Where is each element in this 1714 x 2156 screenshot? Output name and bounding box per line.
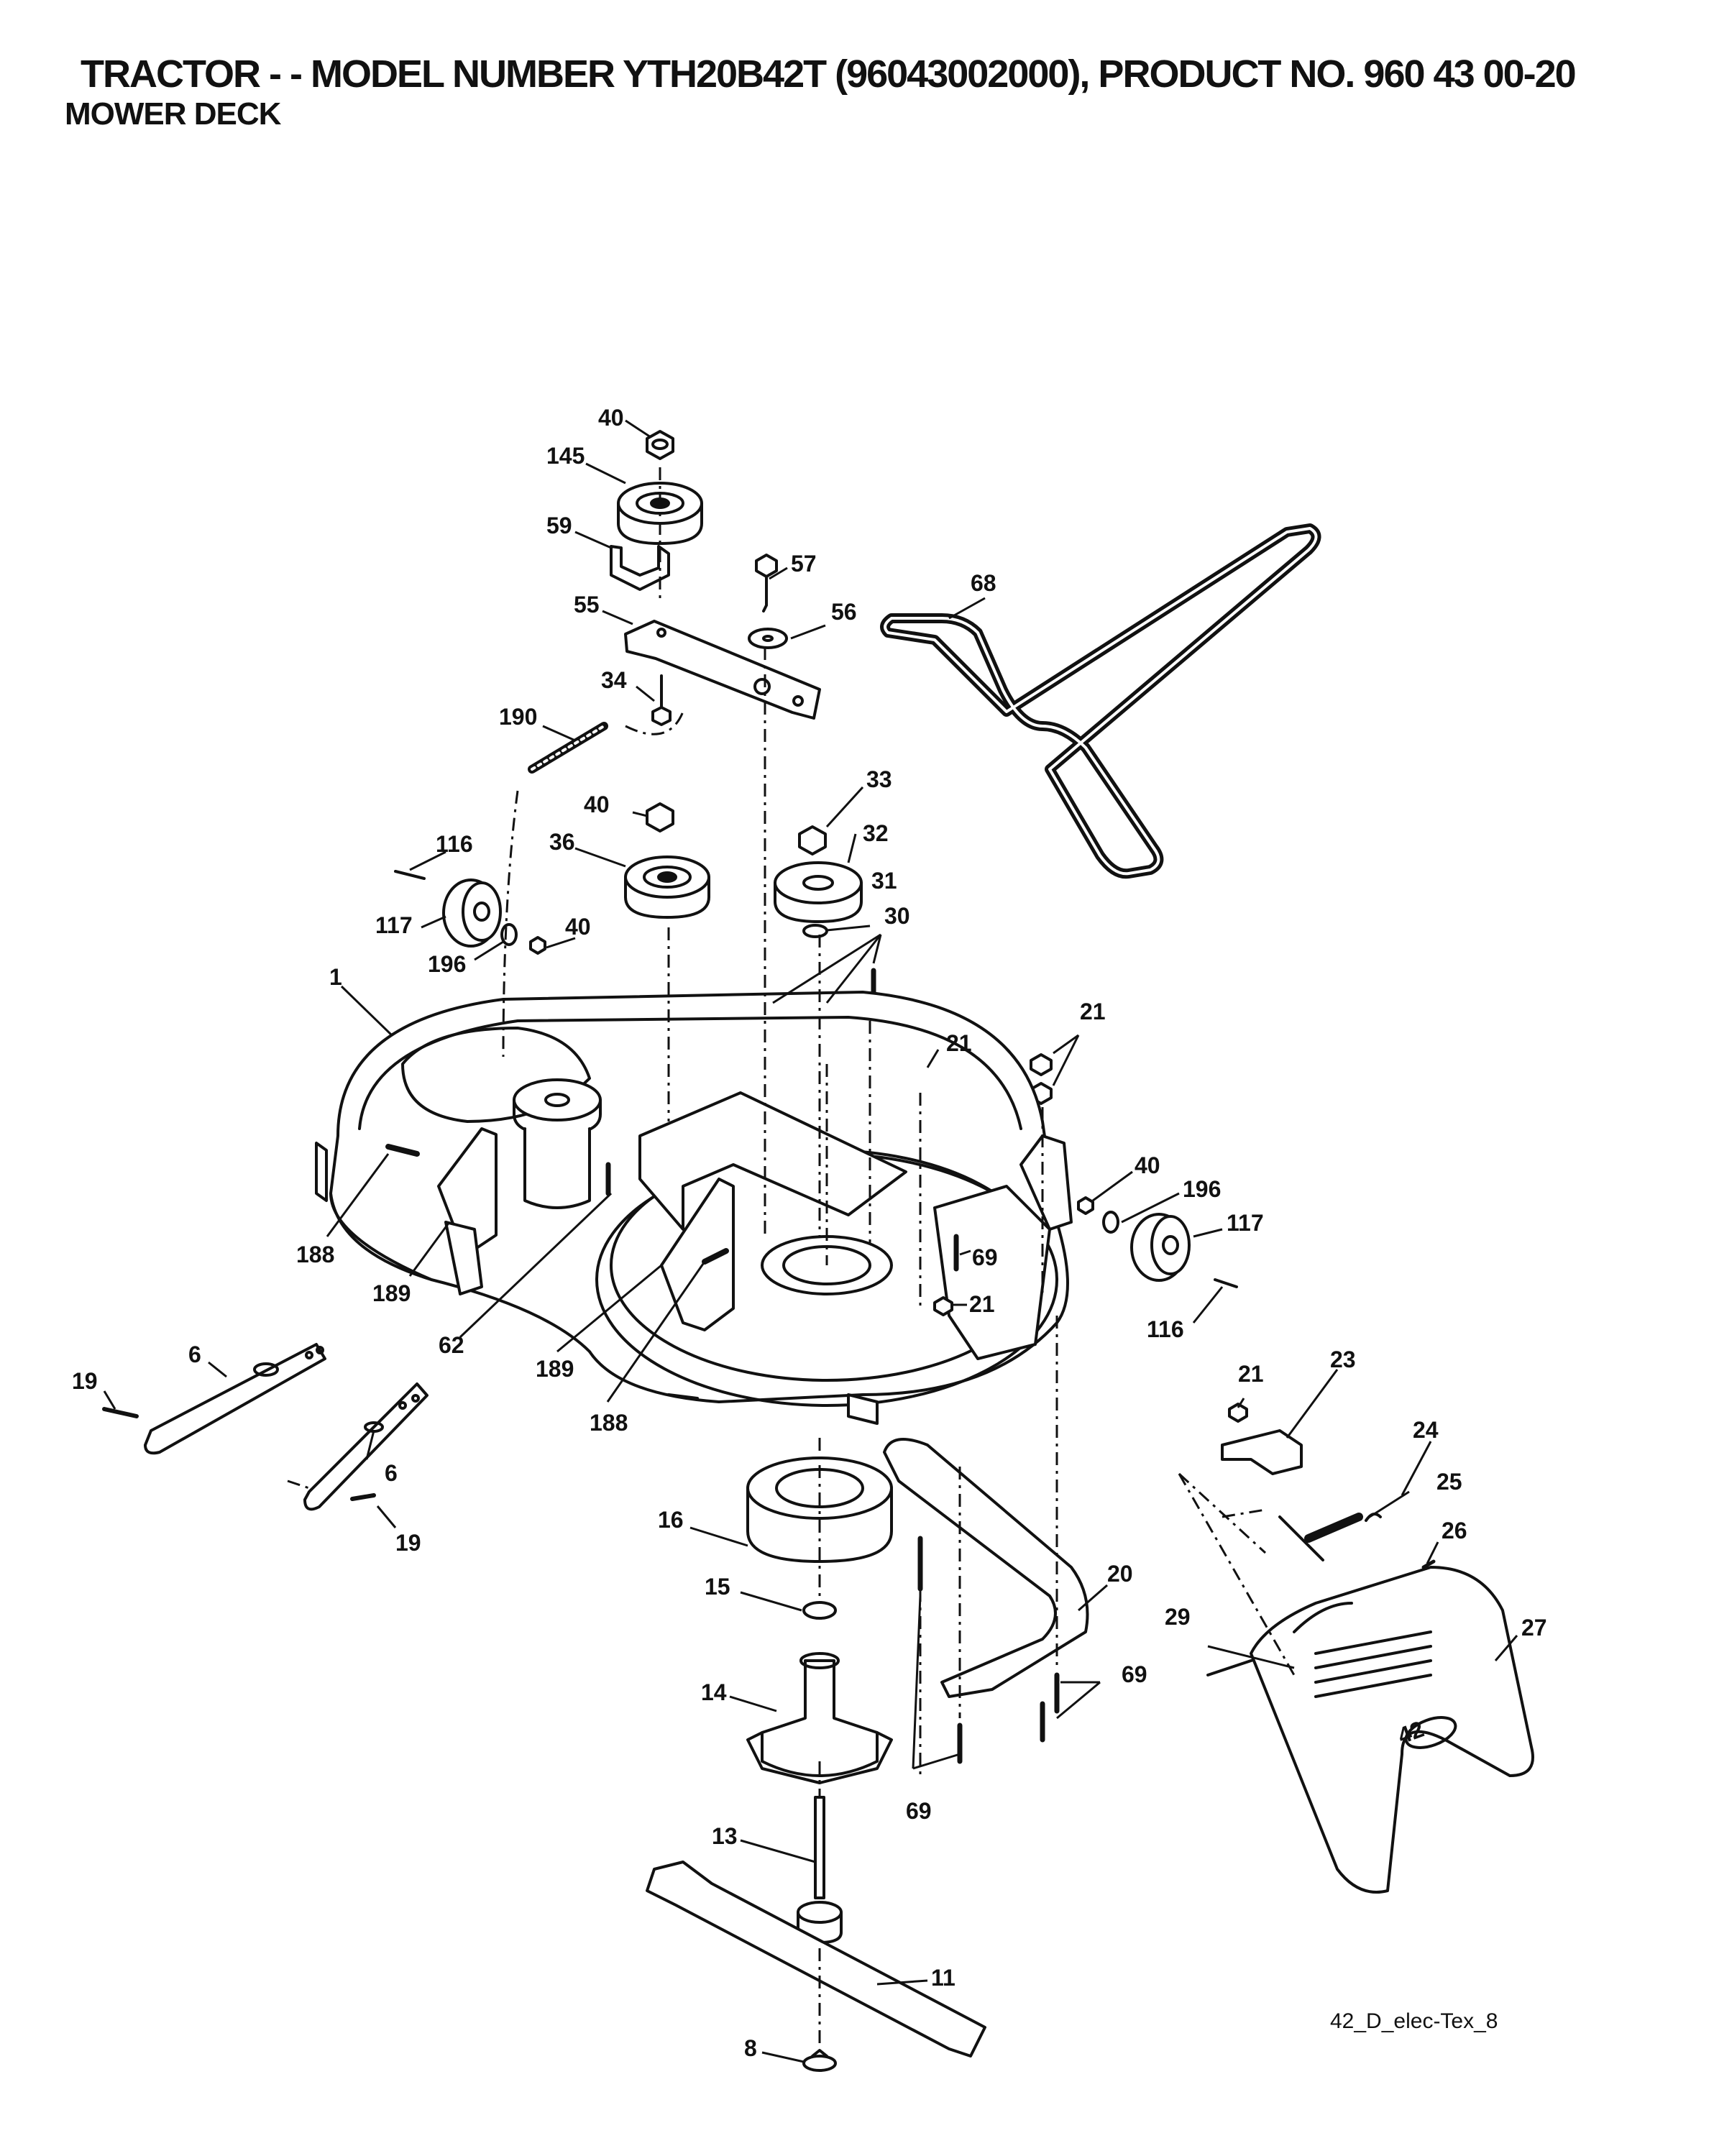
callout-31: 31: [871, 868, 897, 894]
spindle-pulley: [774, 861, 863, 923]
nut-mid: [646, 802, 674, 832]
mower-blade: [646, 1861, 986, 2058]
discharge-chute: [1250, 1566, 1534, 1894]
callout-57: 57: [791, 551, 817, 577]
page-subtitle: MOWER DECK: [65, 96, 281, 132]
callout-188: 188: [590, 1410, 628, 1436]
callout-40: 40: [565, 914, 591, 940]
deck-hanger-left: [102, 1343, 326, 1455]
callout-21: 21: [1238, 1361, 1264, 1387]
callout-196: 196: [1183, 1176, 1221, 1202]
callout-27: 27: [1521, 1615, 1547, 1641]
callout-145: 145: [546, 443, 585, 469]
callout-23: 23: [1330, 1347, 1356, 1372]
callout-16: 16: [658, 1507, 684, 1533]
callout-1: 1: [329, 964, 342, 990]
callout-69: 69: [906, 1798, 932, 1824]
leader-lines: [103, 419, 1518, 2063]
callout-21: 21: [946, 1030, 972, 1056]
page-header: TRACTOR - - MODEL NUMBER YTH20B42T (9604…: [65, 52, 1577, 132]
callout-55: 55: [574, 592, 600, 618]
callout-15: 15: [705, 1574, 730, 1600]
bearing-15: [802, 1601, 837, 1620]
bolt-34: [651, 674, 672, 726]
callout-25: 25: [1436, 1469, 1462, 1495]
callout-69: 69: [972, 1244, 998, 1270]
washer-31: [802, 924, 828, 938]
belt-guard: [883, 1438, 1089, 1698]
callout-33: 33: [866, 766, 892, 792]
nut-top: [646, 430, 674, 460]
bolts-69: [917, 1536, 1060, 1764]
spindle-shaft: [797, 1796, 843, 1944]
deck-hanger-right: [303, 1382, 428, 1511]
callout-196: 196: [428, 951, 466, 977]
screw-57: [755, 554, 778, 613]
callout-189: 189: [372, 1280, 411, 1306]
callout-6: 6: [188, 1341, 201, 1367]
callout-68: 68: [971, 570, 996, 596]
callout-19: 19: [395, 1530, 421, 1556]
callouts: 40 145 59 57 68 55 56 34 190 40 33 36 32…: [72, 405, 1547, 2061]
callout-32: 32: [863, 820, 889, 846]
callout-26: 26: [1442, 1518, 1467, 1543]
callout-117: 117: [1227, 1210, 1264, 1236]
nut-21b: [1030, 1053, 1053, 1076]
callout-189: 189: [536, 1356, 574, 1382]
callout-40: 40: [598, 405, 624, 431]
chute-bracket: [1221, 1403, 1436, 1569]
callout-6: 6: [385, 1460, 398, 1486]
callout-29: 29: [1165, 1604, 1191, 1630]
callout-40: 40: [1135, 1152, 1160, 1178]
callout-36: 36: [549, 829, 575, 855]
callout-19: 19: [72, 1368, 98, 1394]
callout-21: 21: [969, 1291, 995, 1317]
belt: [880, 523, 1321, 879]
page-title: TRACTOR - - MODEL NUMBER YTH20B42T (9604…: [81, 52, 1577, 96]
callout-8: 8: [744, 2035, 757, 2061]
callout-56: 56: [831, 599, 857, 625]
gauge-wheel-right: [1077, 1196, 1238, 1288]
callout-116: 116: [436, 831, 473, 857]
blade-nut: [802, 2049, 837, 2072]
callout-30: 30: [884, 903, 910, 929]
nut-33: [798, 825, 827, 855]
gauge-wheel-left: [394, 870, 546, 955]
callout-190: 190: [499, 704, 537, 730]
idler-pulley-lower: [624, 855, 710, 919]
callout-21: 21: [1080, 999, 1106, 1024]
callout-24: 24: [1413, 1417, 1439, 1443]
callout-117: 117: [375, 912, 413, 938]
callout-11: 11: [931, 1965, 955, 1991]
callout-69: 69: [1122, 1661, 1147, 1687]
callout-40: 40: [584, 792, 610, 817]
callout-62: 62: [439, 1332, 464, 1358]
callout-20: 20: [1107, 1561, 1133, 1587]
bracket: [610, 545, 670, 591]
callout-34: 34: [601, 667, 627, 693]
callout-188: 188: [296, 1242, 334, 1267]
washer-56: [748, 628, 788, 649]
spring-190: [528, 722, 608, 774]
callout-14: 14: [701, 1679, 727, 1705]
assembly-lines: [287, 467, 1296, 2049]
callout-59: 59: [546, 513, 572, 538]
idler-arm: [624, 620, 821, 720]
mower-deck: [315, 991, 1073, 1425]
drawing-code: 42_D_elec-Tex_8: [1330, 2009, 1498, 2033]
callout-116: 116: [1147, 1316, 1184, 1342]
callout-13: 13: [712, 1823, 738, 1849]
